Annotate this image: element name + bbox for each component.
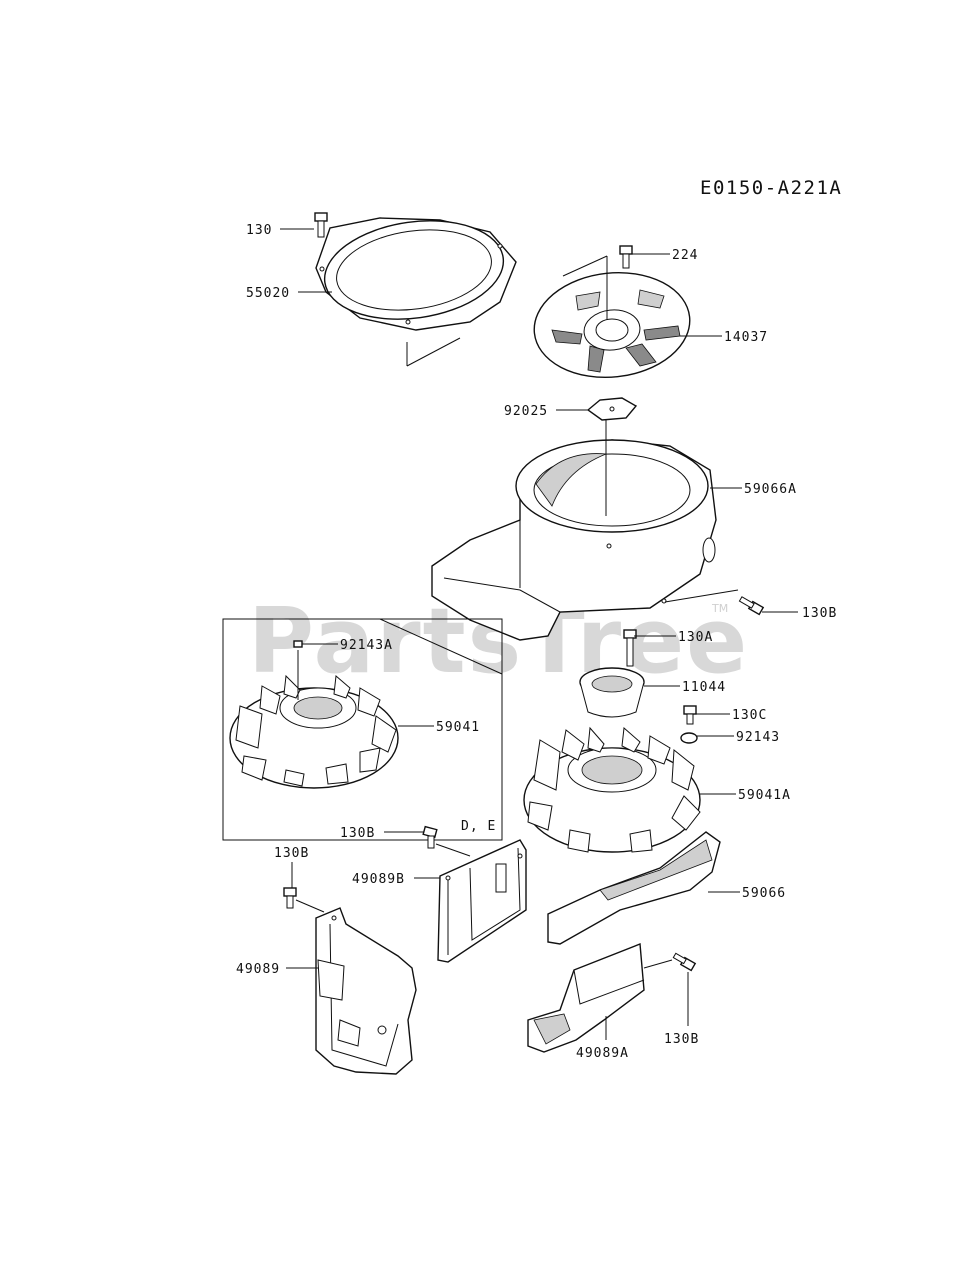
callout-130B-housing[interactable]: 130B (802, 606, 837, 621)
part-59066-guide[interactable] (547, 831, 721, 945)
diagram-code: E0150-A221A (700, 177, 842, 199)
callout-49089[interactable]: 49089 (236, 962, 280, 977)
callout-130C[interactable]: 130C (732, 708, 767, 723)
inset-variant-label: D, E (461, 819, 496, 834)
part-49089-cover[interactable] (315, 907, 417, 1075)
watermark-trademark: TM (711, 602, 728, 615)
part-130C-bolt[interactable] (683, 705, 697, 725)
part-130-bolt[interactable] (314, 212, 328, 238)
callout-130B-cover-right[interactable]: 130B (664, 1032, 699, 1047)
callout-59066[interactable]: 59066 (742, 886, 786, 901)
leader-lines (280, 228, 798, 1040)
callout-92143A[interactable]: 92143A (340, 638, 393, 653)
callout-49089A[interactable]: 49089A (576, 1046, 629, 1061)
part-11044-cup[interactable] (579, 667, 645, 718)
callout-130A[interactable]: 130A (678, 630, 713, 645)
part-92025-plate[interactable] (586, 397, 638, 421)
part-130B-bolt-cover-right[interactable] (672, 952, 697, 972)
callout-130B-bracket[interactable]: 130B (340, 826, 375, 841)
callout-11044[interactable]: 11044 (682, 680, 726, 695)
callout-59041[interactable]: 59041 (436, 720, 480, 735)
part-49089B-bracket[interactable] (437, 839, 527, 963)
callout-55020[interactable]: 55020 (246, 286, 290, 301)
callout-130[interactable]: 130 (246, 223, 272, 238)
callout-130B-cover[interactable]: 130B (274, 846, 309, 861)
callout-labels: 130 55020 224 14037 92025 59066A 130B 13… (236, 223, 837, 1061)
part-130B-bolt-cover[interactable] (283, 887, 297, 909)
part-130B-bolt-housing[interactable] (738, 596, 765, 616)
callout-59041A[interactable]: 59041A (738, 788, 791, 803)
part-14037-screen[interactable] (529, 265, 695, 385)
part-92143A-washer[interactable] (293, 640, 303, 648)
part-59041A-fan[interactable] (523, 726, 701, 853)
part-49089A-cover[interactable] (527, 943, 645, 1053)
part-224-bolt[interactable] (619, 245, 633, 269)
callout-224[interactable]: 224 (672, 248, 698, 263)
inset-box: D, E (222, 618, 503, 841)
callout-59066A[interactable]: 59066A (744, 482, 797, 497)
part-59041-fan[interactable] (229, 674, 399, 789)
part-130A-bolt[interactable] (623, 629, 637, 667)
part-59066A-housing[interactable] (431, 439, 717, 641)
part-92143-washer[interactable] (680, 732, 698, 744)
callout-92143[interactable]: 92143 (736, 730, 780, 745)
part-130B-bolt-bracket[interactable] (422, 825, 438, 849)
callout-14037[interactable]: 14037 (724, 330, 768, 345)
callout-92025[interactable]: 92025 (504, 404, 548, 419)
callout-49089B[interactable]: 49089B (352, 872, 405, 887)
part-55020-ring[interactable] (315, 210, 517, 331)
